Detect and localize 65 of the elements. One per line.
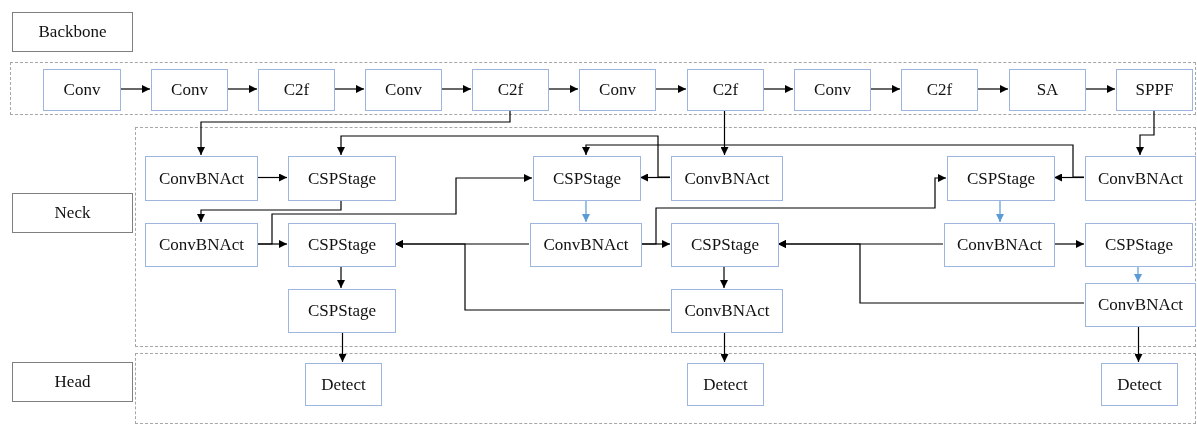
process-box: ConvBNAct [671,156,783,201]
arrow [654,85,687,93]
process-box: Detect [687,363,764,406]
arrow [582,199,590,223]
arrow [440,85,472,93]
arrow [640,174,947,245]
arrow [777,240,1085,304]
arrow [197,199,342,223]
arrow [1136,109,1155,156]
process-box: C2f [472,69,549,111]
process-box: CSPStage [947,156,1055,201]
process-box: CSPStage [288,156,396,201]
process-box: Conv [794,69,871,111]
process-box: SA [1009,69,1086,111]
process-box: Conv [151,69,228,111]
process-box: Detect [1101,363,1178,406]
arrow [226,85,258,93]
arrow [1053,240,1085,248]
arrow [338,331,347,363]
section-label-box: Neck [12,193,133,233]
group-panel [135,353,1196,424]
group-panel [135,127,1196,347]
process-box: CSPStage [288,223,396,267]
process-box: ConvBNAct [1085,283,1196,327]
process-box: CSPStage [1085,223,1193,267]
process-box: ConvBNAct [1085,156,1196,201]
process-box: C2f [901,69,978,111]
arrow [720,331,729,363]
arrow [394,240,671,311]
arrow [337,265,345,289]
process-box: Conv [579,69,656,111]
section-label-box: Head [12,362,133,402]
arrow [720,265,728,289]
arrow [762,85,794,93]
arrow [976,85,1009,93]
arrow [869,85,901,93]
process-box: ConvBNAct [530,223,642,267]
arrow [582,144,1085,178]
arrow [996,199,1004,223]
arrow [333,85,365,93]
group-panel [10,62,1196,115]
process-box: Conv [365,69,442,111]
arrow [1084,85,1116,93]
section-label-box: Backbone [12,12,133,52]
process-box: ConvBNAct [145,156,258,201]
process-box: C2f [687,69,764,111]
arrow [197,109,511,156]
arrow [720,109,729,156]
process-box: SPPF [1116,69,1193,111]
process-box: ConvBNAct [671,289,783,333]
arrow [256,173,288,182]
process-box: Detect [305,363,382,406]
process-box: ConvBNAct [145,223,258,267]
process-box: CSPStage [533,156,641,201]
process-box: Conv [43,69,121,111]
process-box: C2f [258,69,335,111]
arrow [256,174,533,245]
process-box: CSPStage [288,289,396,333]
process-box: ConvBNAct [944,223,1055,267]
arrow [337,135,671,178]
process-box: CSPStage [671,223,779,267]
arrow [547,85,579,93]
arrow [119,85,151,93]
arrow [1134,265,1142,283]
arrow [1134,325,1143,363]
